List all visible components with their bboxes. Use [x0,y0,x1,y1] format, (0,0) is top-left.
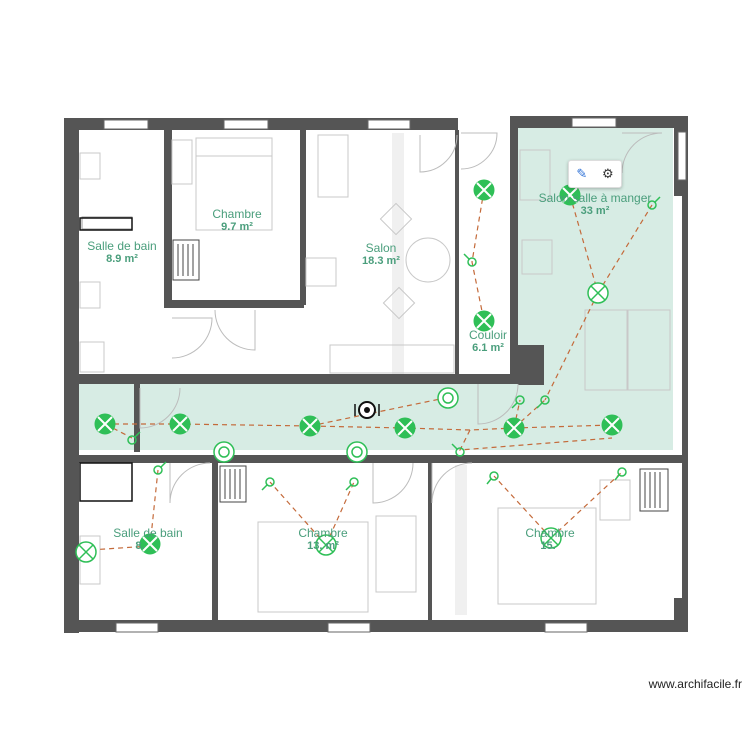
wall-light-icon [540,527,562,549]
room-area: 33 m² [581,205,610,217]
floor-strip [455,465,467,615]
wall-light-icon [587,282,609,304]
light-point-icon [559,184,581,206]
room-name: Salon salle à manger [539,191,652,205]
switch-icon [647,196,661,210]
wall-lights [75,282,609,563]
switch-icon [614,467,627,481]
door-swings [139,132,663,504]
room-area: 9.7 m² [221,221,253,233]
socket-icon [437,387,459,409]
light-points [94,179,623,555]
socket-icon [346,441,368,463]
socket-icon [213,441,235,463]
light-point-icon [299,415,321,437]
light-point-icon [169,413,191,435]
switch-icon [463,253,477,267]
room-name: Salon [366,241,397,255]
light-point-icon [601,414,623,436]
element-toolbar: ✎ ⚙ [568,160,622,188]
furniture [79,134,671,613]
room-name: Couloir [469,328,507,342]
radiators [172,239,669,512]
room-area: 8. [135,540,144,552]
switch-icon [511,395,525,409]
light-point-icon [473,179,495,201]
room-area: 18.3 m² [362,255,400,267]
room-name: Salle de bain [87,239,156,253]
gear-icon[interactable]: ⚙ [601,166,614,182]
windows [103,117,687,633]
light-point-icon [94,413,116,435]
light-point-icon [473,310,495,332]
switch-icon [153,461,167,475]
sinks [79,217,133,502]
switch-icon [451,443,465,457]
sockets [213,387,459,463]
electrical-panel-icon [354,401,380,419]
room-area: 8.9 m² [106,253,138,265]
room-area: 15. [540,540,555,552]
room-name: Chambre [525,526,575,540]
room-name: Chambre [212,207,262,221]
light-point-icon [139,533,161,555]
pencil-icon[interactable]: ✎ [576,166,588,182]
switch-icon [345,477,359,491]
switch-icon [486,471,499,485]
room-area: 13. m² [307,540,339,552]
room-labels: Salle de bain 8.9 m² Chambre 9.7 m² Salo… [87,191,651,552]
switch-icon [536,395,550,409]
room-area: 6.1 m² [472,342,504,354]
room-name: Salle de bain [113,526,182,540]
room-name: Chambre [298,526,348,540]
switch-icon [261,477,275,491]
wall-light-icon [315,534,337,556]
watermark: www.archifacile.fr [648,677,742,691]
light-point-icon [394,417,416,439]
switch-icon [127,431,141,445]
switches [127,196,661,491]
light-point-icon [503,417,525,439]
wall-light-icon [75,541,97,563]
